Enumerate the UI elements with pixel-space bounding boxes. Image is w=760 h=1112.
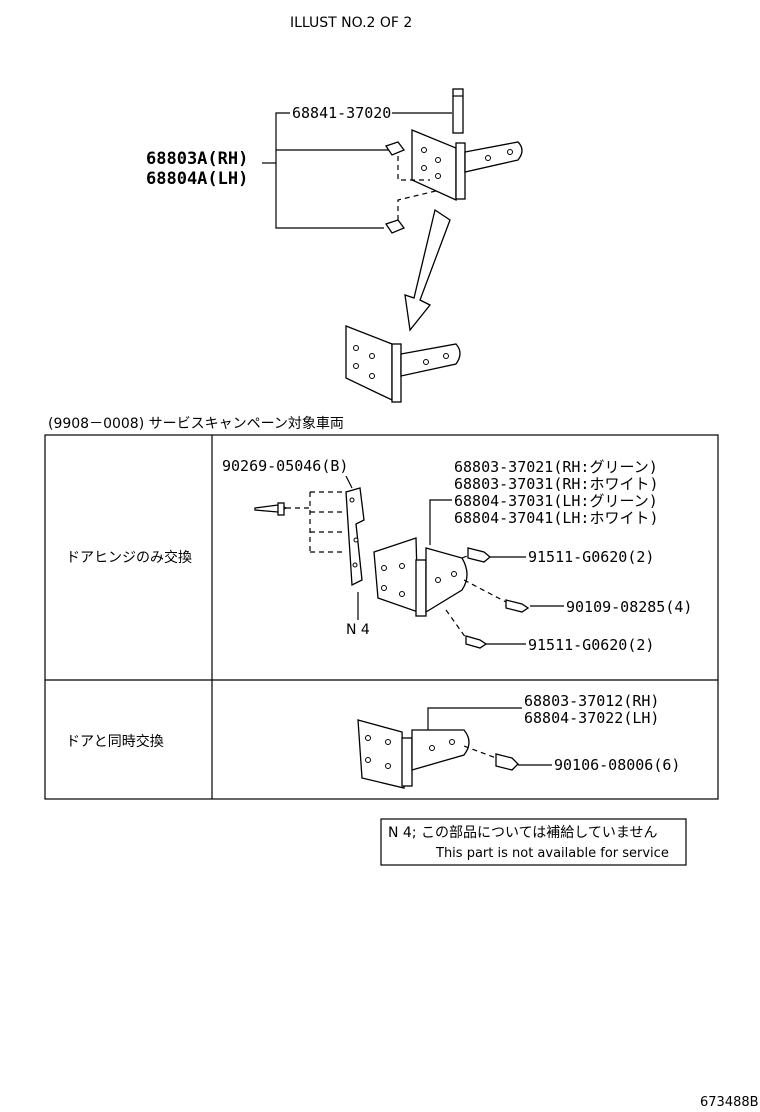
assembly-arrow [404, 208, 451, 332]
assembled-hinge-plate [345, 325, 393, 402]
row1-hinge-part-2: 68803-37031(RH:ホワイト) [454, 475, 659, 493]
row1-hinge-part-4: 68804-37041(LH:ホワイト) [454, 509, 659, 527]
nut-lower [384, 219, 406, 234]
hinge-knuckle [455, 142, 466, 200]
bolt-90109 [505, 599, 530, 613]
row1-note-ref: N 4 [346, 622, 370, 638]
hinge-plate-left [411, 129, 457, 202]
row1-bolt-1: 91511-G0620(2) [528, 548, 654, 566]
row1-hinge-part-1: 68803-37021(RH:グリーン) [454, 458, 658, 476]
bolt-90106 [495, 753, 519, 771]
hinge-plate-right [464, 141, 523, 173]
bolt-91511-upper [467, 547, 492, 563]
row1-hinge-arm [425, 547, 468, 614]
row1-bolt-2: 90109-08285(4) [566, 598, 692, 616]
hinge-lh-part-number: 68804A(LH) [146, 169, 248, 189]
row2-bolt: 90106-08006(6) [554, 756, 680, 774]
row2-hinge-plate [357, 719, 405, 789]
note-japanese: N 4; この部品については補給していません [388, 825, 657, 841]
row1-hinge-plate [373, 537, 419, 613]
illustration-title: ILLUST NO.2 OF 2 [290, 15, 412, 31]
row2-hinge-arm [411, 729, 470, 771]
row2-hinge-knuckle [401, 737, 413, 787]
assembled-hinge-knuckle [391, 343, 402, 403]
row2-label: ドアと同時交換 [66, 733, 164, 750]
parts-table [44, 434, 719, 800]
callout-bracket [275, 112, 384, 229]
row1-label: ドアヒンジのみ交換 [66, 549, 192, 566]
campaign-heading: (9908－0008) サービスキャンペーン対象車両 [48, 415, 344, 432]
note-english: This part is not available for service [435, 846, 669, 861]
row1-bolt-3: 91511-G0620(2) [528, 636, 654, 654]
row1-hinge-part-3: 68804-37031(LH:グリーン) [454, 492, 658, 510]
backing-plate [345, 487, 365, 587]
nut-upper [384, 141, 406, 156]
bolt-91511-lower [465, 635, 488, 649]
row2-hinge-part-2: 68804-37022(LH) [524, 709, 659, 727]
illustration-code: 673488B [700, 1095, 759, 1110]
pin-part-number: 68841-37020 [292, 104, 391, 122]
note-box [380, 818, 687, 866]
row1-bolt-top: 90269-05046(B) [222, 457, 348, 475]
assembled-hinge-arm [400, 343, 461, 377]
row1-diagram [254, 475, 564, 649]
hinge-pin [452, 88, 464, 134]
row2-diagram [357, 707, 552, 789]
row2-hinge-part-1: 68803-37012(RH) [524, 692, 659, 710]
row1-hinge-knuckle [415, 559, 427, 617]
hinge-rh-part-number: 68803A(RH) [146, 149, 248, 169]
top-exploded-view: 68841-37020 68803A(RH) 68804A(LH) [146, 88, 523, 403]
